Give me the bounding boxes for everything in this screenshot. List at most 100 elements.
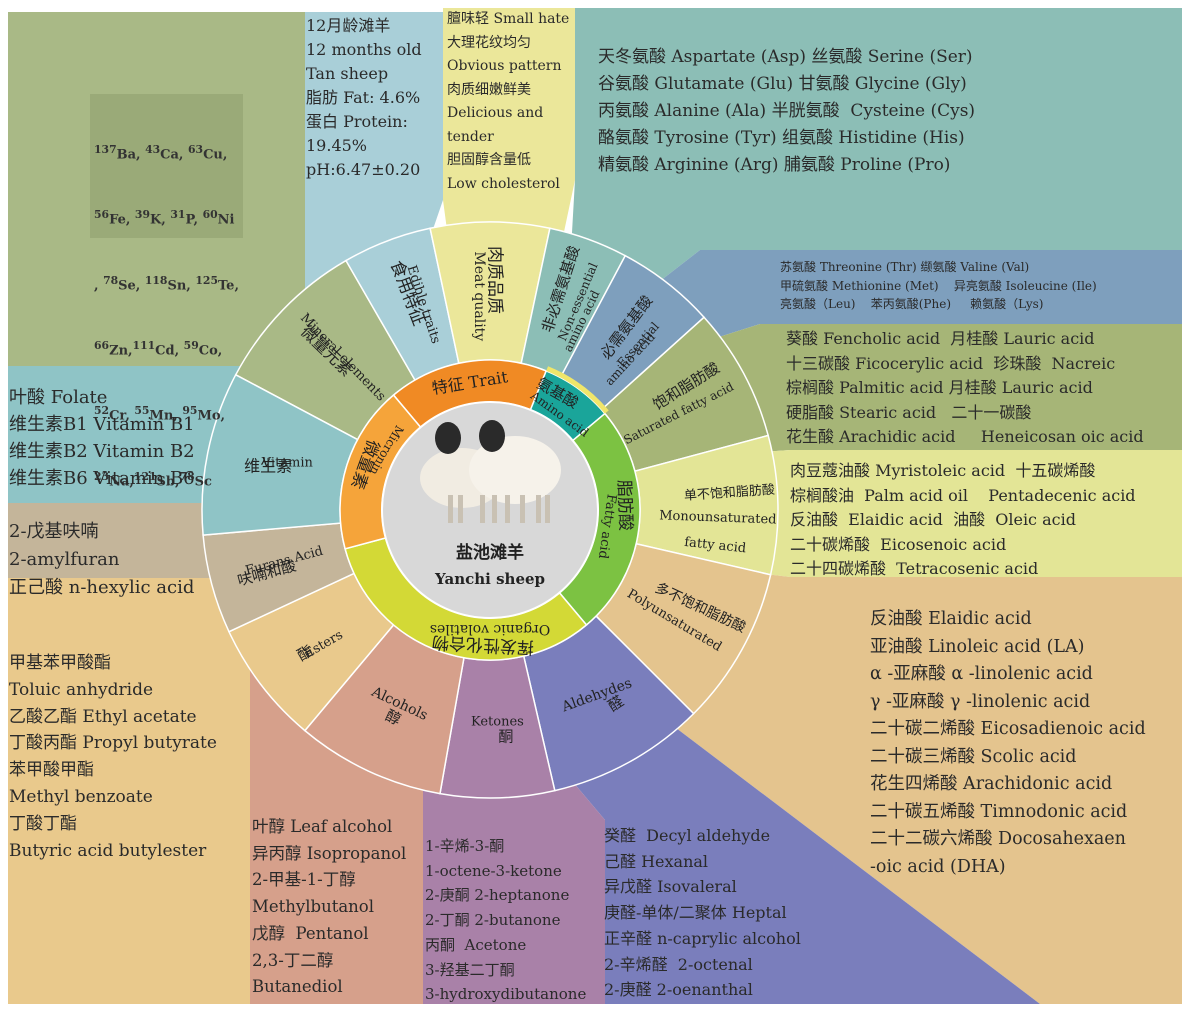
meat-item: Delicious and [447,105,544,121]
alcohols-item: Methylbutanol [252,897,375,917]
core-label-volatiles-en: Organic volatiles [430,621,550,637]
edible-item: 19.45% [306,136,368,155]
vitamin-item: 维生素B1 Vitamin B1 [9,414,195,435]
esters-item: 丁酸丁酯 [9,813,77,834]
amino-accent-ring [546,366,609,414]
meat-item: 胆固醇含量低 [447,152,531,168]
edible-item: Tan sheep [306,64,389,83]
poly-item: 二十碳二烯酸 Eicosadienoic acid [870,719,1146,739]
esters-item: 乙酸乙酯 Ethyl acetate [9,706,197,727]
esters-item: 苯甲酸甲酯 [9,760,94,781]
essential-panel [565,250,1182,370]
mineral-isotope-block [90,94,243,238]
esters-item: Methyl benzoate [9,786,153,807]
outer-label-meat-zh: 肉质品质 [485,246,505,314]
alcohols-item: 2-甲基-1-丁醇 [252,870,356,890]
poly-item: -oic acid (DHA) [870,856,1006,877]
sheep-leg [520,495,525,523]
mono-item: 反油酸 Elaidic acid 油酸 Oleic acid [790,510,1076,529]
furans-item: 2-amylfuran [9,549,120,570]
alcohols-item: 戊醇 Pentanol [252,923,369,943]
essential-item: 亮氨酸（Leu) 苯丙氨酸(Phe) 赖氨酸（Lys) [780,297,1044,311]
vitamin-item: 维生素B6 Vitamin B6 [9,468,195,489]
nonessential-panel [565,8,1182,355]
nonessential-item: 精氨酸 Arginine (Arg) 脯氨酸 Proline (Pro) [598,155,951,175]
outer-label-mono-en2: fatty acid [684,535,747,556]
meat-item: Obvious pattern [447,58,562,74]
furans-panel [8,503,230,578]
saturated-item: 花生酸 Arachidic acid Heneicosan oic acid [786,427,1144,446]
vitamin-item: 维生素B2 Vitamin B2 [9,441,195,462]
outer-label-alcohols-zh: 醇 [383,706,404,729]
vitamin-item: 叶酸 Folate [9,387,108,408]
sheep-leg [448,495,453,523]
aldehydes-item: 正辛醛 n-caprylic alcohol [604,928,801,948]
nonessential-item: 天冬氨酸 Aspartate (Asp) 丝氨酸 Serine (Ser) [598,47,973,67]
nonessential-amino-list: 天冬氨酸 Aspartate (Asp) 丝氨酸 Serine (Ser)谷氨酸… [598,44,975,179]
ketones-item: 2-庚酮 2-heptanone [425,886,570,905]
ketones-item: 2-丁酮 2-butanone [425,911,561,930]
saturated-item: 十三碳酸 Ficocerylic acid 珍珠酸 Nacreic [786,353,1116,373]
sheep-front-body [469,436,561,504]
mono-item: 二十碳烯酸 Eicosenoic acid [790,534,1007,554]
poly-item: 二十二碳六烯酸 Docosahexaen [870,829,1126,849]
aldehydes-item: 异戊醛 Isovaleral [604,877,737,897]
edible-item: pH:6.47±0.20 [306,160,421,179]
esters-panel [8,578,330,1004]
poly-item: γ -亚麻酸 γ -linolenic acid [870,691,1091,712]
meat-item: 大理花纹均匀 [447,34,531,51]
ketones-list: 1-辛烯-3-酮 1-octene-3-ketone 2-庚酮 2-heptanon… [425,834,586,1007]
ketones-item: 3-hydroxydibutanone [425,985,587,1004]
ketones-item: 1-octene-3-ketone [425,861,562,880]
sheep-leg [536,495,541,523]
outer-label-ketones-en: Ketones [471,714,524,729]
poly-item: 反油酸 Elaidic acid [870,609,1032,629]
nonessential-item: 丙氨酸 Alanine (Ala) 半胱氨酸 Cysteine (Cys) [598,101,976,121]
sheep-head-2 [479,420,505,452]
edible-item: 12 months old [306,40,422,59]
sheep-leg [492,495,497,523]
esters-item: 丁酸丙酯 Propyl butyrate [9,733,217,754]
furans-item: 2-戊基呋喃 [9,521,99,542]
meat-item: tender [447,128,494,145]
sheep-leg [545,495,550,523]
outer-label-meat-en: Meat quality [471,251,487,341]
mono-item: 肉豆蔻油酸 Myristoleic acid 十五碳烯酸 [790,461,1096,480]
mono-item: 二十四碳烯酸 Tetracosenic acid [790,559,1039,578]
saturated-item: 棕榈酸 Palmitic acid 月桂酸 Lauric acid [786,378,1093,397]
vitamin-list: 叶酸 Folate 维生素B1 Vitamin B1 维生素B2 Vitamin B… [9,384,195,492]
sheep-illustration [420,420,561,523]
edible-item: 蛋白 Protein: [306,112,408,131]
mono-panel [650,450,1182,577]
sheep-leg [458,495,463,523]
poly-item: 二十碳五烯酸 Timnodonic acid [870,801,1128,822]
nonessential-item: 酪氨酸 Tyrosine (Tyr) 组氨酸 Histidine (His) [598,128,965,148]
essential-item: 甲硫氨酸 Methionine (Met) 异亮氨酸 Isoleucine (I… [780,278,1097,293]
esters-item: 甲基苯甲酸酯 [9,653,111,673]
alcohols-item: 2,3-丁二醇 [252,950,334,970]
mineral-elements-list: 137Ba, 43Ca, 63Cu, 56Fe, 39K, 31P, 60Ni … [94,143,239,489]
sheep-leg [480,495,485,523]
sheep-leg [505,495,510,523]
aldehydes-item: 2-庚醛 2-oenanthal [604,980,753,1000]
alcohols-item: Butanediol [252,977,343,997]
poly-item: 亚油酸 Linoleic acid (LA) [870,636,1085,657]
ketones-item: 3-羟基二丁酮 [425,960,515,979]
esters-item: Toluic anhydride [9,679,154,700]
monounsaturated-fatty-list: 肉豆蔻油酸 Myristoleic acid 十五碳烯酸棕榈酸油 Palm ac… [790,459,1136,582]
alcohols-item: 异丙醇 Isopropanol [252,843,407,863]
ketones-item: 1-辛烯-3-酮 [425,837,505,855]
outer-label-vitamin-zh: 维生素 [244,456,292,475]
poly-item: α -亚麻酸 α -linolenic acid [870,664,1093,684]
saturated-item: 葵酸 Fencholic acid 月桂酸 Lauric acid [786,329,1095,348]
esters-item: Butyric acid butylester [9,840,207,861]
edible-item: 脂肪 Fat: 4.6% [306,88,421,107]
outer-label-ketones-zh: 酮 [498,727,513,745]
essential-amino-list: 苏氨酸 Threonine (Thr) 缬氨酸 Valine (Val) 甲硫氨酸… [780,258,1097,314]
meat-item: 肉质细嫩鲜美 [447,81,531,98]
poly-item: 花生四烯酸 Arachidonic acid [870,774,1113,794]
essential-item: 苏氨酸 Threonine (Thr) 缬氨酸 Valine (Val) [780,260,1030,274]
